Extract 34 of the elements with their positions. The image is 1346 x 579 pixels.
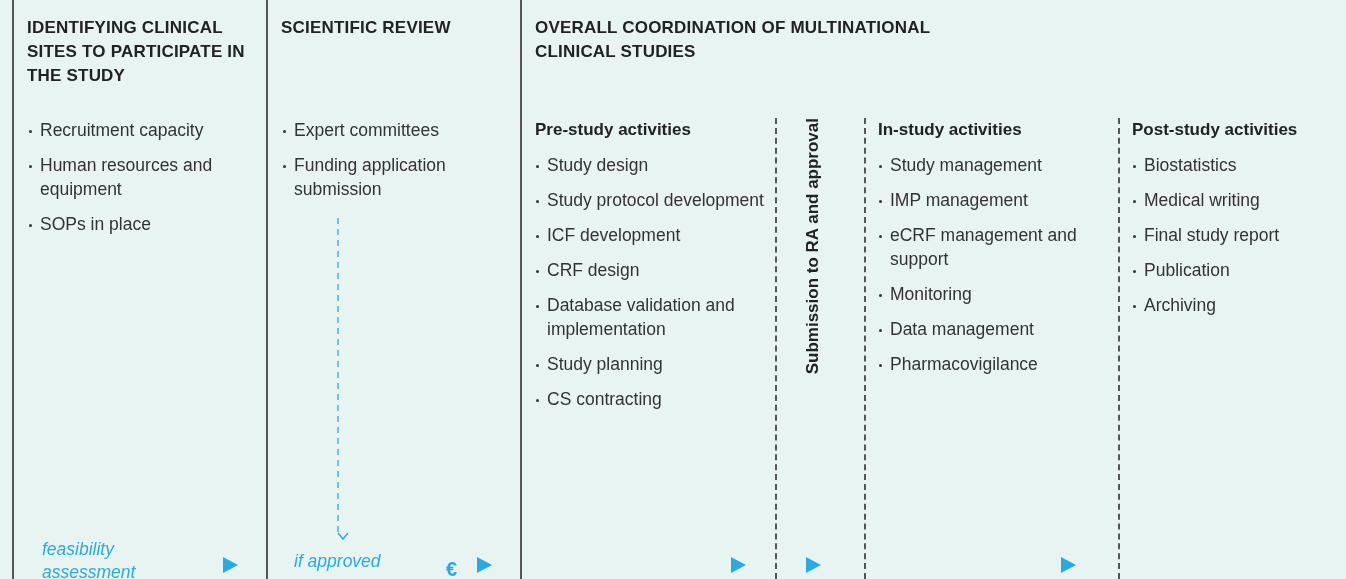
- list-item: SOPs in place: [28, 212, 263, 236]
- list-item: Recruitment capacity: [28, 118, 263, 142]
- list-item: Monitoring: [878, 282, 1108, 306]
- rotated-label: Submission to RA and approval: [803, 118, 823, 375]
- annotation-text: feasibility assessment: [42, 538, 137, 579]
- list-item: Funding application submission: [282, 153, 517, 201]
- list-item: Human resources and equipment: [28, 153, 263, 201]
- section-heading: In-study activities: [878, 119, 1023, 141]
- list-item: Final study report: [1132, 223, 1346, 247]
- arrow: [337, 217, 349, 540]
- list-item: Study design: [535, 153, 771, 177]
- list-item: Study management: [878, 153, 1108, 177]
- list-item: CS contracting: [535, 387, 771, 411]
- list-item: eCRF management and support: [878, 223, 1108, 271]
- annotation-text: if approved: [294, 550, 382, 573]
- list-item: Archiving: [1132, 293, 1346, 317]
- section-heading: Pre-study activities: [535, 119, 692, 141]
- list-item: Database validation and implementation: [535, 293, 771, 341]
- column-heading: IDENTIFYING CLINICAL SITES TO PARTICIPATE IN THE STUDY: [27, 17, 246, 87]
- list-item: Study protocol development: [535, 188, 771, 212]
- list-item: Expert committees: [282, 118, 517, 142]
- list-item: IMP management: [878, 188, 1108, 212]
- list-item: ICF development: [535, 223, 771, 247]
- section-heading: Post-study activities: [1132, 119, 1299, 141]
- column-heading: OVERALL COORDINATION OF MULTINATIONAL CLINICAL STUDIES: [535, 17, 931, 63]
- column-heading: SCIENTIFIC REVIEW: [281, 17, 452, 39]
- list-item: Publication: [1132, 258, 1346, 282]
- list-item: Study planning: [535, 352, 771, 376]
- list-item: Pharmacovigilance: [878, 352, 1108, 376]
- list-item: Biostatistics: [1132, 153, 1346, 177]
- list-item: Medical writing: [1132, 188, 1346, 212]
- list-item: CRF design: [535, 258, 771, 282]
- list-item: Data management: [878, 317, 1108, 341]
- currency-symbol: €: [446, 558, 458, 579]
